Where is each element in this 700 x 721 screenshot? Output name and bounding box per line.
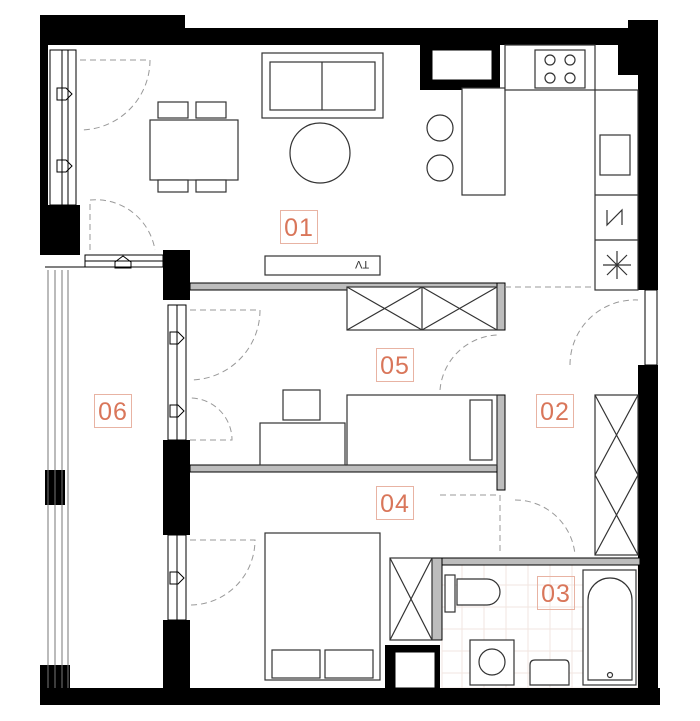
door-swings	[79, 59, 639, 606]
shaft	[394, 651, 436, 689]
room-label-01: 01	[280, 210, 318, 244]
shaft	[431, 49, 493, 81]
balcony-railing	[45, 266, 163, 688]
room-label-04: 04	[376, 486, 414, 520]
tv-label: TV	[355, 258, 370, 270]
room-label-05: 05	[376, 348, 414, 382]
chair	[282, 389, 321, 421]
room-label-03: 03	[537, 576, 575, 610]
cooktop	[534, 49, 586, 89]
room-label-06: 06	[94, 394, 132, 428]
stool	[426, 114, 454, 142]
toilet	[456, 578, 501, 606]
desk	[259, 422, 346, 466]
toilet-tank	[444, 574, 456, 613]
washbasin	[529, 659, 570, 686]
dining-table	[149, 119, 239, 181]
furniture	[149, 44, 639, 686]
window-arrows	[56, 87, 185, 585]
wardrobe	[594, 394, 639, 556]
stool	[426, 154, 454, 182]
windows	[49, 49, 658, 621]
coffee-table	[289, 122, 351, 184]
kitchen-island	[461, 87, 506, 196]
tv-unit	[264, 255, 381, 276]
room-label-02: 02	[536, 394, 574, 428]
sink	[599, 134, 631, 176]
